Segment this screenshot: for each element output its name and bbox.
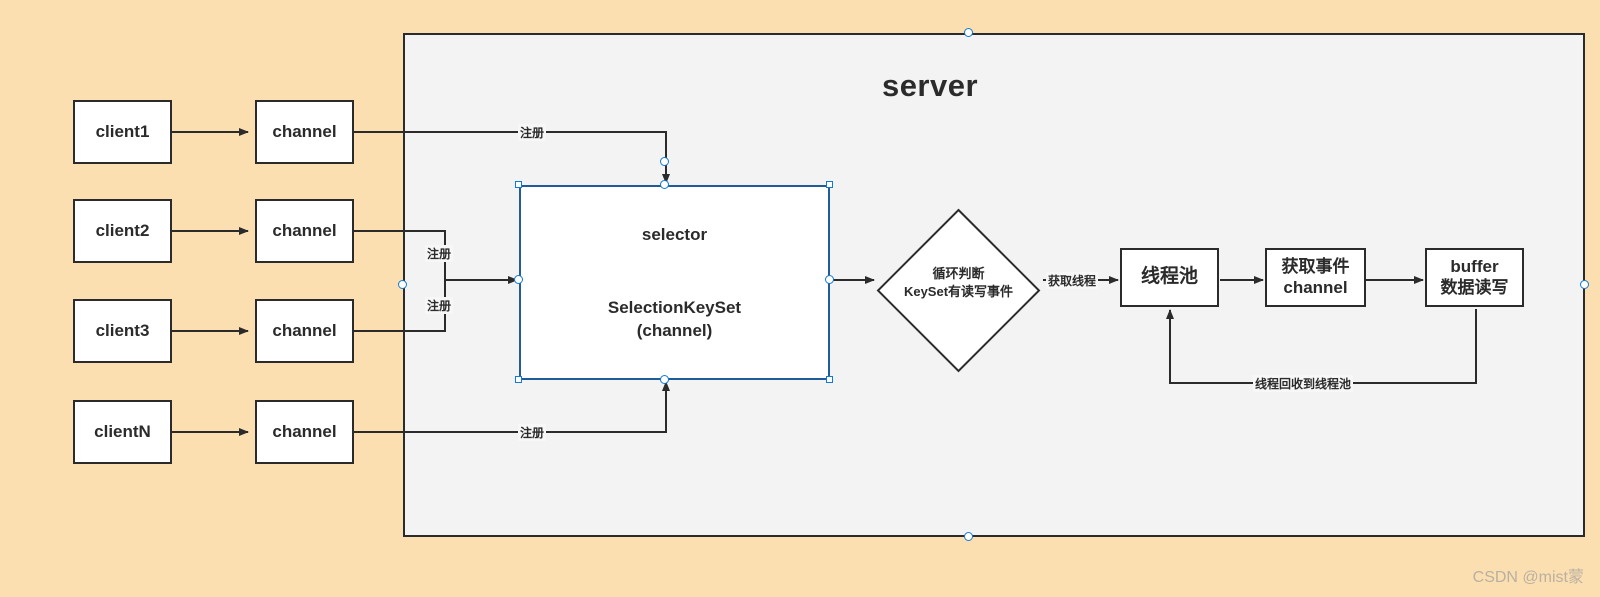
node-selector-title: selector	[641, 225, 708, 244]
edge-label-register-2: 注册	[425, 245, 454, 262]
server-connection-point-right[interactable]	[1580, 280, 1589, 289]
server-connection-point-top[interactable]	[964, 28, 973, 37]
selection-handle-middle-right[interactable]	[825, 275, 834, 284]
selection-handle-top-left[interactable]	[515, 181, 522, 188]
server-connection-point-bottom[interactable]	[964, 532, 973, 541]
node-thread-pool-label: 线程池	[1140, 266, 1198, 288]
node-get-event-channel-line1: 获取事件	[1281, 257, 1350, 277]
node-buffer-read-write-line2: 数据读写	[1440, 277, 1509, 297]
selection-handle-bottom-center[interactable]	[660, 375, 669, 384]
node-channel-N[interactable]: channel	[255, 400, 354, 464]
selection-handle-bottom-right[interactable]	[826, 376, 833, 383]
node-client3[interactable]: client3	[73, 299, 172, 363]
edge-label-register-3: 注册	[425, 297, 454, 314]
node-client1-label: client1	[95, 121, 150, 141]
node-client3-label: client3	[95, 320, 150, 340]
node-get-event-channel-label: 获取事件 channel	[1282, 257, 1350, 298]
node-channel-2[interactable]: channel	[255, 199, 354, 263]
node-selector[interactable]: selector SelectionKeySet (channel)	[519, 185, 830, 380]
node-clientN-label: clientN	[94, 421, 151, 441]
edge-label-register-1: 注册	[518, 124, 547, 141]
node-channel-1[interactable]: channel	[255, 100, 354, 164]
node-channel-N-label: channel	[272, 421, 337, 441]
selection-handle-middle-left[interactable]	[514, 275, 523, 284]
watermark: CSDN @mist蒙	[1472, 569, 1584, 586]
selection-handle-top-right[interactable]	[826, 181, 833, 188]
node-client1[interactable]: client1	[73, 100, 172, 164]
node-client2-label: client2	[95, 220, 150, 240]
node-get-event-channel-line2: channel	[1283, 277, 1348, 297]
node-thread-pool[interactable]: 线程池	[1120, 248, 1219, 307]
edge-label-recycle-thread: 线程回收到线程池	[1253, 375, 1354, 392]
node-clientN[interactable]: clientN	[73, 400, 172, 464]
node-channel-2-label: channel	[272, 220, 337, 240]
selection-handle-bottom-left[interactable]	[515, 376, 522, 383]
node-selector-subtitle-line1: SelectionKeySet	[607, 298, 742, 317]
edge-label-get-thread: 获取线程	[1046, 272, 1099, 289]
node-selector-subtitle: SelectionKeySet (channel)	[521, 297, 828, 343]
node-buffer-read-write-line1: buffer	[1450, 257, 1499, 277]
node-decision-loop[interactable]: 循环判断 KeySet有读写事件	[875, 207, 1042, 374]
node-channel-3-label: channel	[272, 320, 337, 340]
edge-waypoint-selector-top[interactable]	[660, 157, 669, 166]
server-title: server	[881, 68, 979, 103]
node-channel-3[interactable]: channel	[255, 299, 354, 363]
selection-handle-top-center[interactable]	[660, 180, 669, 189]
node-buffer-read-write-label: buffer 数据读写	[1441, 257, 1509, 298]
node-client2[interactable]: client2	[73, 199, 172, 263]
edge-label-register-4: 注册	[518, 424, 547, 441]
diamond-shape	[876, 208, 1041, 373]
node-channel-1-label: channel	[272, 121, 337, 141]
node-buffer-read-write[interactable]: buffer 数据读写	[1425, 248, 1524, 307]
node-get-event-channel[interactable]: 获取事件 channel	[1265, 248, 1366, 307]
server-connection-point-left[interactable]	[398, 280, 407, 289]
node-selector-subtitle-line2: (channel)	[636, 320, 713, 340]
